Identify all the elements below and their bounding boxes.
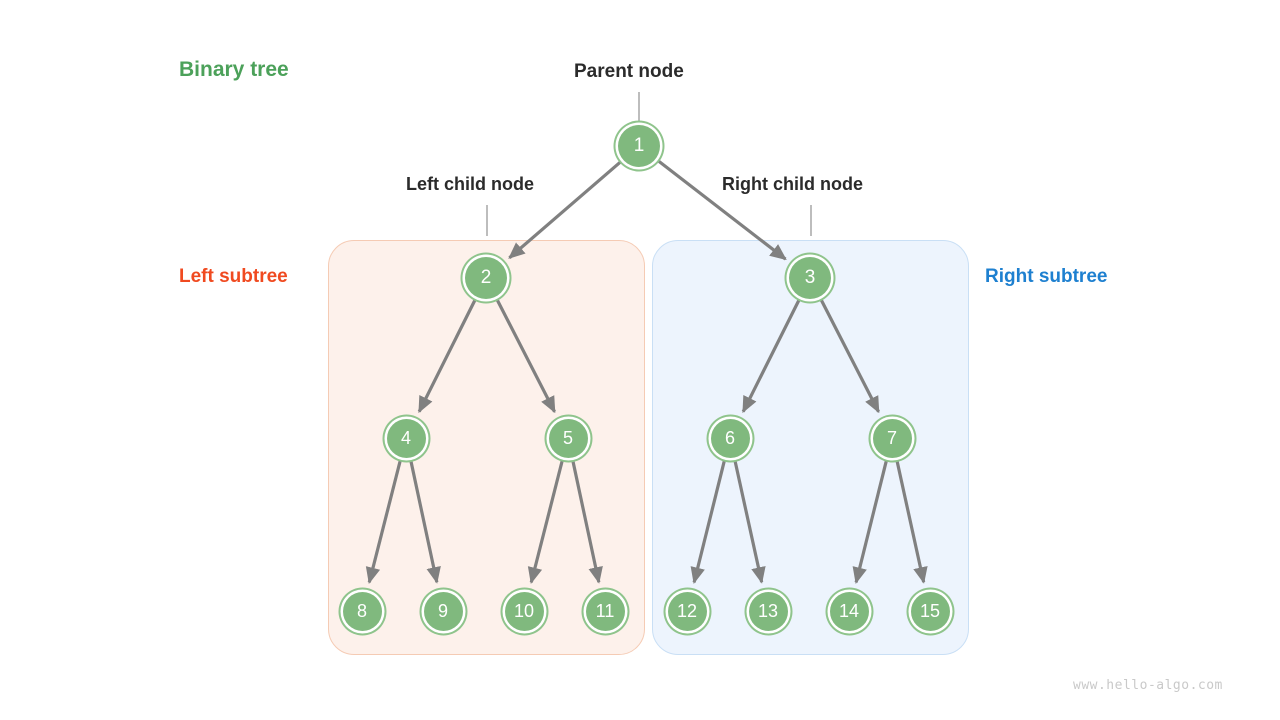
tree-node-value: 5 bbox=[562, 427, 573, 448]
tree-edge-3-to-6 bbox=[741, 299, 801, 414]
tree-node-7[interactable]: 7 bbox=[872, 418, 912, 458]
tree-node-2[interactable]: 2 bbox=[465, 257, 507, 299]
tree-node-10[interactable]: 10 bbox=[504, 591, 544, 631]
annotation-right-child-node: Right child node bbox=[722, 174, 863, 194]
tree-node-3[interactable]: 3 bbox=[789, 257, 831, 299]
tree-edge-5-to-11 bbox=[571, 460, 603, 584]
tree-node-5[interactable]: 5 bbox=[548, 418, 588, 458]
right-subtree-region bbox=[652, 240, 969, 655]
leader-line-layer bbox=[486, 92, 812, 236]
tree-node-13[interactable]: 13 bbox=[748, 591, 788, 631]
tree-node-value: 14 bbox=[838, 600, 860, 621]
annotation-left-subtree: Left subtree bbox=[179, 266, 288, 287]
tree-node-value: 6 bbox=[724, 427, 735, 448]
tree-edge-7-to-14 bbox=[852, 460, 888, 584]
tree-node-8[interactable]: 8 bbox=[342, 591, 382, 631]
tree-node-value: 12 bbox=[676, 600, 698, 621]
annotation-left-child-node: Left child node bbox=[406, 174, 534, 194]
left-subtree-region bbox=[328, 240, 645, 655]
tree-node-value: 4 bbox=[400, 427, 411, 448]
tree-edge-1-to-3 bbox=[657, 160, 787, 261]
tree-edge-6-to-12 bbox=[690, 460, 726, 584]
tree-edge-3-to-7 bbox=[819, 299, 880, 414]
tree-node-value: 11 bbox=[595, 600, 615, 621]
tree-edge-6-to-13 bbox=[733, 460, 766, 584]
tree-node-9[interactable]: 9 bbox=[423, 591, 463, 631]
edge-layer bbox=[365, 160, 928, 585]
tree-edge-4-to-8 bbox=[365, 460, 402, 585]
tree-node-value: 7 bbox=[886, 427, 897, 448]
tree-node-1[interactable]: 1 bbox=[618, 125, 660, 167]
tree-node-12[interactable]: 12 bbox=[667, 591, 707, 631]
tree-node-value: 1 bbox=[633, 135, 645, 156]
tree-node-value: 2 bbox=[480, 267, 492, 288]
tree-edge-4-to-9 bbox=[409, 460, 441, 584]
page-title: Binary tree bbox=[179, 58, 289, 81]
tree-edge-2-to-5 bbox=[495, 299, 556, 414]
tree-node-value: 15 bbox=[919, 600, 941, 621]
tree-edge-7-to-15 bbox=[895, 460, 928, 584]
tree-node-value: 9 bbox=[437, 600, 448, 621]
tree-node-value: 10 bbox=[513, 600, 535, 621]
tree-edge-2-to-4 bbox=[417, 299, 477, 414]
tree-edge-5-to-10 bbox=[527, 460, 564, 585]
tree-node-value: 3 bbox=[804, 267, 816, 288]
watermark: www.hello-algo.com bbox=[1073, 678, 1223, 693]
annotation-parent-node: Parent node bbox=[574, 61, 684, 82]
tree-node-value: 13 bbox=[757, 600, 779, 621]
annotation-right-subtree: Right subtree bbox=[985, 266, 1108, 287]
tree-edge-1-to-2 bbox=[508, 161, 622, 259]
tree-node-11[interactable]: 11 bbox=[585, 591, 625, 631]
tree-node-4[interactable]: 4 bbox=[386, 418, 426, 458]
tree-node-14[interactable]: 14 bbox=[829, 591, 869, 631]
tree-node-15[interactable]: 15 bbox=[910, 591, 950, 631]
tree-node-value: 8 bbox=[356, 600, 367, 621]
tree-node-6[interactable]: 6 bbox=[710, 418, 750, 458]
